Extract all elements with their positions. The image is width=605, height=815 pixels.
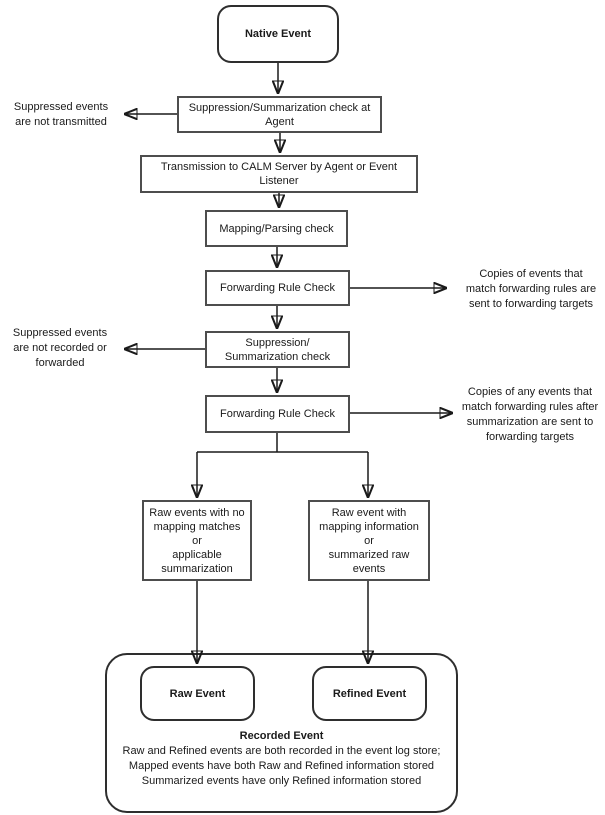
- group-recorded-event: [105, 653, 458, 813]
- recorded-event-line-2: Mapped events have both Raw and Refined …: [128, 760, 435, 772]
- node-forwarding-rule-check-2: Forwarding Rule Check: [205, 395, 350, 433]
- node-raw-events-no-mapping-label: Raw events with no mapping matches or ap…: [149, 506, 245, 575]
- node-suppression-summarization-check: Suppression/ Summarization check: [205, 331, 350, 368]
- node-raw-event: Raw Event: [140, 666, 255, 721]
- recorded-event-text: Recorded Event Raw and Refined events ar…: [105, 729, 458, 789]
- node-transmission-calm-server-label: Transmission to CALM Server by Agent or …: [160, 161, 398, 187]
- note-suppressed-not-recorded: Suppressed events are not recorded or fo…: [12, 327, 108, 369]
- recorded-event-line-3: Summarized events have only Refined info…: [141, 775, 422, 787]
- recorded-event-title: Recorded Event: [239, 730, 324, 742]
- connector-branch-split: [197, 433, 368, 453]
- node-suppression-check-agent-label: Suppression/Summarization check at Agent: [188, 101, 371, 128]
- node-raw-events-no-mapping: Raw events with no mapping matches or ap…: [142, 500, 252, 581]
- note-copies-match-rules: Copies of events that match forwarding r…: [465, 268, 597, 310]
- note-copies-after-summarization: Copies of any events that match forwardi…: [461, 386, 599, 443]
- node-raw-event-label: Raw Event: [169, 687, 226, 700]
- node-forwarding-rule-check-2-label: Forwarding Rule Check: [220, 408, 335, 420]
- node-transmission-calm-server: Transmission to CALM Server by Agent or …: [140, 155, 418, 193]
- node-native-event: Native Event: [217, 5, 339, 63]
- node-forwarding-rule-check-1-label: Forwarding Rule Check: [220, 282, 335, 294]
- node-refined-event: Refined Event: [312, 666, 427, 721]
- recorded-event-line-1: Raw and Refined events are both recorded…: [122, 745, 441, 757]
- node-raw-event-with-mapping: Raw event with mapping information or su…: [308, 500, 430, 581]
- node-raw-event-with-mapping-label: Raw event with mapping information or su…: [319, 506, 419, 575]
- node-suppression-check-agent: Suppression/Summarization check at Agent: [177, 96, 382, 133]
- node-mapping-parsing-check: Mapping/Parsing check: [205, 210, 348, 247]
- node-refined-event-label: Refined Event: [332, 687, 407, 700]
- node-suppression-summarization-check-label: Suppression/ Summarization check: [224, 336, 331, 363]
- node-native-event-label: Native Event: [244, 28, 312, 40]
- node-mapping-parsing-check-label: Mapping/Parsing check: [219, 222, 334, 235]
- note-suppressed-not-transmitted: Suppressed events are not transmitted: [13, 101, 109, 128]
- node-forwarding-rule-check-1: Forwarding Rule Check: [205, 270, 350, 306]
